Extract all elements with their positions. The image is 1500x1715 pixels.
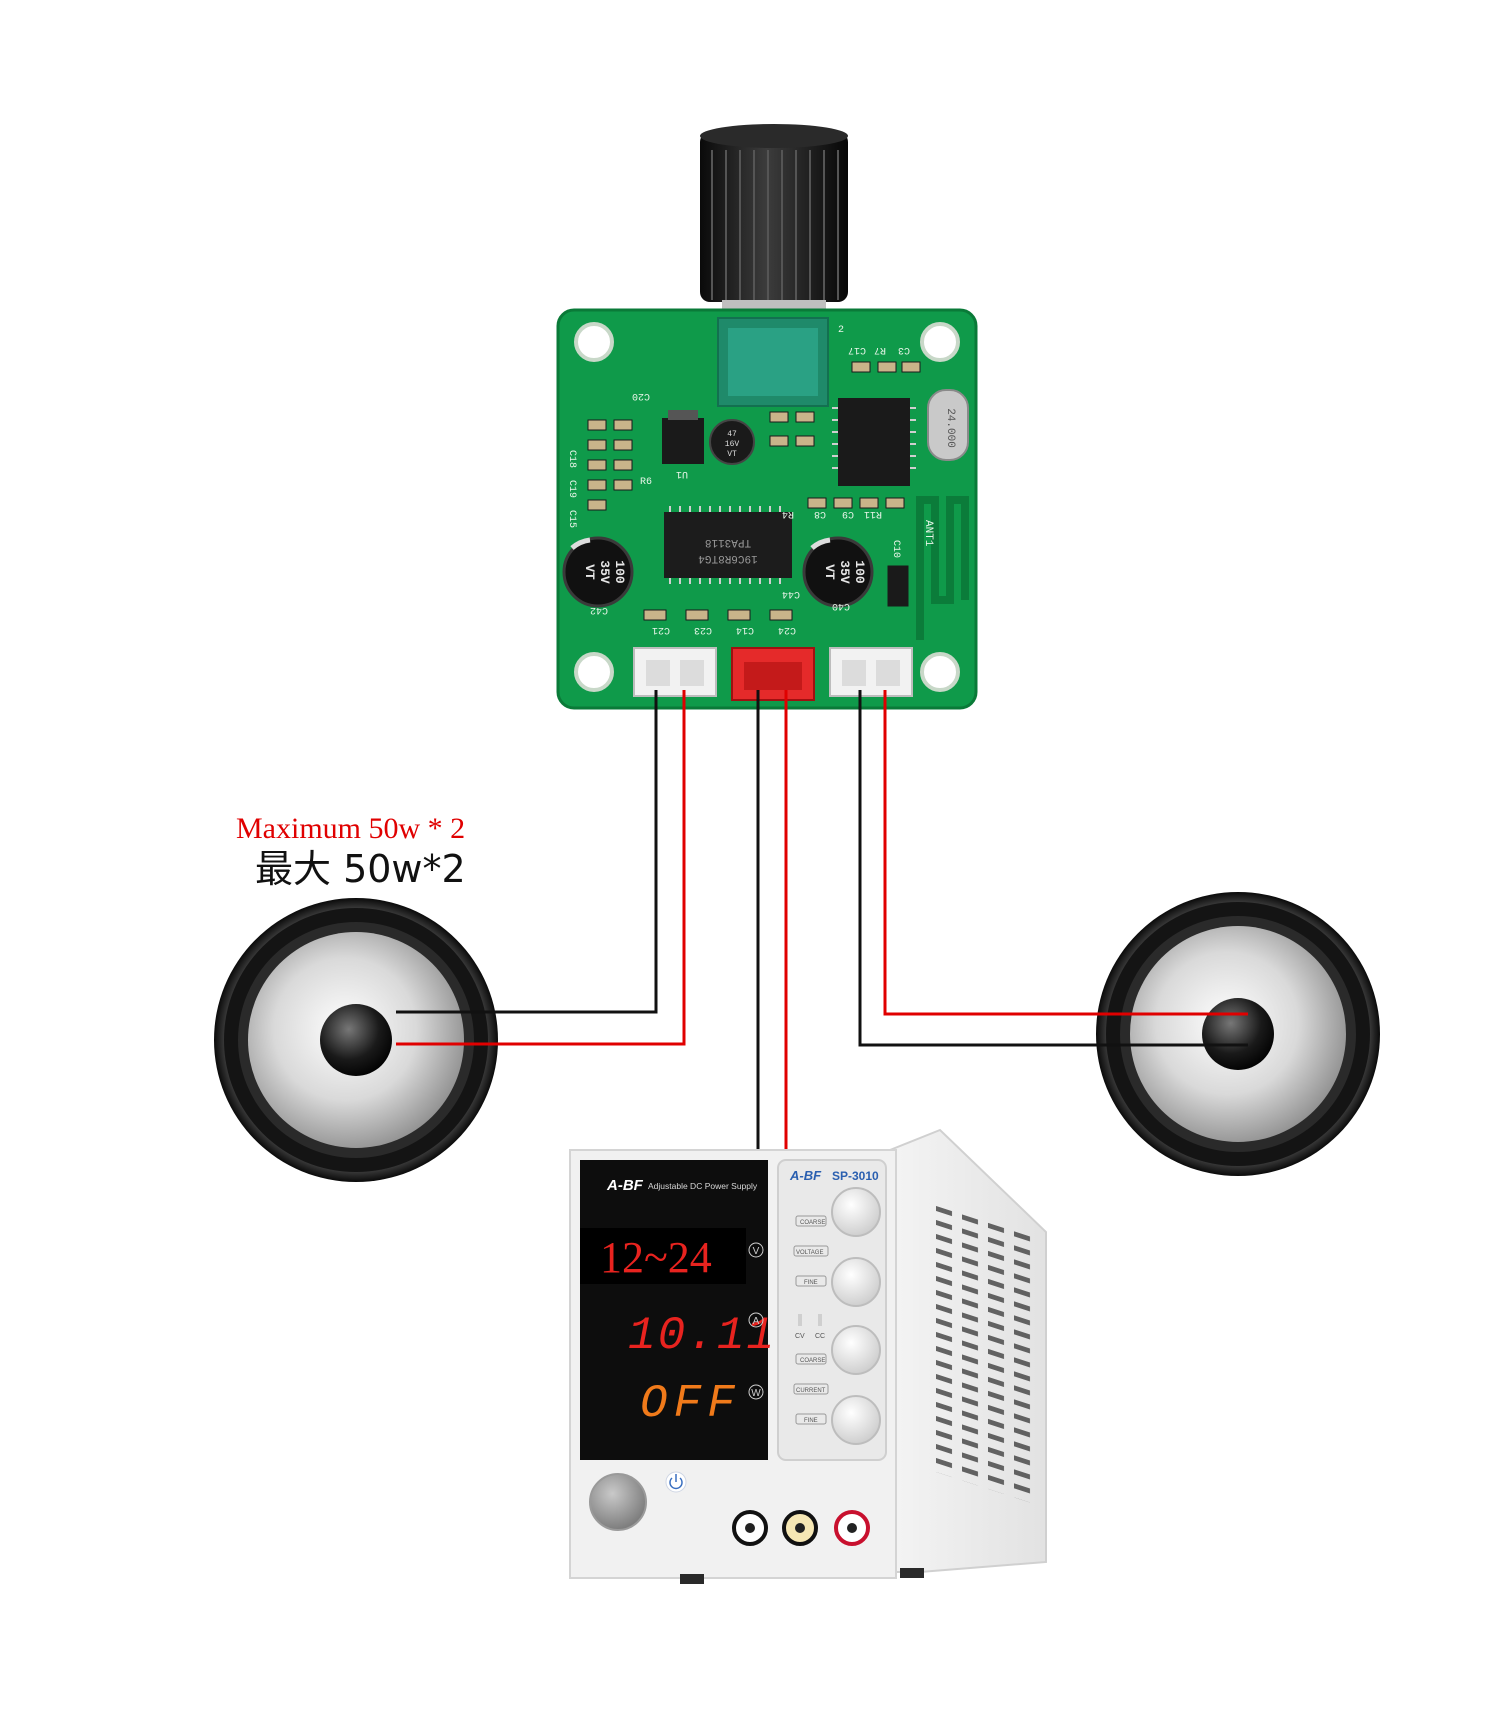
voltage-fine-knob[interactable] bbox=[831, 1257, 881, 1307]
cap-right-line-2: 35V bbox=[837, 560, 852, 584]
silk-r7: R7 bbox=[874, 344, 886, 355]
capacitor-right: 100 35V VT bbox=[802, 536, 874, 608]
crystal-label: 24.000 bbox=[944, 408, 956, 448]
mode-cc: CC bbox=[815, 1333, 825, 1340]
silk-c20: C20 bbox=[632, 390, 650, 401]
chip-line-1: TPA3118 bbox=[705, 536, 751, 548]
cap-right-line-3: VT bbox=[822, 564, 837, 580]
volume-knob[interactable] bbox=[700, 124, 848, 330]
wire-right-black bbox=[858, 690, 1248, 1047]
speaker-right bbox=[1096, 892, 1380, 1176]
vents bbox=[930, 1200, 1034, 1504]
mode-cv: CV bbox=[795, 1333, 805, 1340]
knob-label-6: FINE bbox=[804, 1418, 818, 1424]
display-voltage: 12~24 bbox=[600, 1233, 712, 1282]
silk-r4: R4 bbox=[782, 508, 794, 519]
speaker-left bbox=[214, 898, 498, 1182]
silk-c14: C14 bbox=[736, 624, 754, 635]
knob-label-1: COARSE bbox=[800, 1220, 825, 1226]
power-label-en: Maximum 50w * 2 bbox=[236, 812, 465, 845]
small-cap-line-3: VT bbox=[727, 450, 737, 459]
crystal: 24.000 bbox=[927, 389, 969, 461]
wire-left-black bbox=[396, 690, 658, 1014]
silk-2: 2 bbox=[838, 325, 844, 336]
wires bbox=[396, 690, 1248, 1150]
unit-v: V bbox=[753, 1246, 760, 1257]
silk-c44: C44 bbox=[782, 588, 800, 599]
power-supply: A-BF Adjustable DC Power Supply 12~24 10… bbox=[569, 1128, 1047, 1584]
silk-c17: C17 bbox=[848, 344, 866, 355]
capacitor-left: 100 35V VT bbox=[562, 536, 634, 608]
connector-left[interactable] bbox=[633, 647, 717, 697]
silk-c40: C40 bbox=[832, 600, 850, 611]
silk-c21: C21 bbox=[652, 624, 670, 635]
silk-c8: C8 bbox=[814, 508, 826, 519]
small-cap-line-2: 16V bbox=[725, 440, 740, 449]
psu-title: Adjustable DC Power Supply bbox=[648, 1181, 758, 1191]
small-capacitor: 47 16V VT bbox=[709, 419, 755, 465]
psu-brand-2: A-BF bbox=[789, 1168, 822, 1183]
silk-u1: U1 bbox=[676, 468, 688, 479]
cap-left-line-1: 100 bbox=[612, 560, 627, 584]
wire-left-red bbox=[396, 690, 686, 1046]
antenna-trace bbox=[916, 496, 969, 640]
bt-chip bbox=[838, 398, 910, 486]
knob-label-5: CURRENT bbox=[796, 1388, 826, 1394]
power-knob[interactable] bbox=[589, 1473, 647, 1531]
amp-ic: TPA3118 19C6R8TG4 bbox=[664, 506, 792, 584]
amplifier-board: 24.000 ANT1 47 16V VT bbox=[556, 124, 978, 710]
silk-c9: C9 bbox=[842, 508, 854, 519]
smd-components bbox=[587, 361, 921, 621]
silk-c23: C23 bbox=[694, 624, 712, 635]
psu-display-panel bbox=[580, 1160, 768, 1460]
current-coarse-knob[interactable] bbox=[831, 1325, 881, 1375]
cap-right-line-1: 100 bbox=[852, 560, 867, 584]
knob-label-2: VOLTAGE bbox=[796, 1250, 823, 1256]
knob-label-4: COARSE bbox=[800, 1358, 825, 1364]
silk-c18: C18 bbox=[566, 450, 577, 468]
silkscreen: C20 C18 C19 C15 R6 C42 C21 C23 C14 C24 C… bbox=[566, 325, 910, 635]
silk-c15: C15 bbox=[566, 510, 577, 528]
antenna-label: ANT1 bbox=[922, 520, 934, 547]
silk-r6: R6 bbox=[640, 477, 652, 488]
unit-a: A bbox=[753, 1316, 760, 1327]
voltage-coarse-knob[interactable] bbox=[831, 1187, 881, 1237]
regulator bbox=[662, 418, 704, 464]
display-current: 10.11 bbox=[628, 1310, 776, 1362]
power-icon[interactable] bbox=[665, 1471, 687, 1493]
wire-right-red bbox=[883, 690, 1248, 1016]
silk-c42: C42 bbox=[590, 604, 608, 615]
psu-brand: A-BF bbox=[606, 1177, 644, 1194]
silk-c10: C10 bbox=[890, 540, 901, 558]
unit-marks: V A W bbox=[748, 1242, 764, 1400]
silk-c19: C19 bbox=[566, 480, 577, 498]
unit-w: W bbox=[751, 1388, 761, 1399]
small-cap-line-1: 47 bbox=[727, 430, 737, 439]
knob-label-3: FINE bbox=[804, 1280, 818, 1286]
cap-left-line-3: VT bbox=[582, 564, 597, 580]
connector-right[interactable] bbox=[829, 647, 913, 697]
psu-model: SP-3010 bbox=[832, 1169, 879, 1183]
output-terminals[interactable] bbox=[732, 1510, 870, 1546]
mount-holes bbox=[574, 322, 960, 692]
chip-line-2: 19C6R8TG4 bbox=[698, 552, 758, 564]
connector-power[interactable] bbox=[731, 647, 815, 701]
cap-left-line-2: 35V bbox=[597, 560, 612, 584]
power-label-cn: 最大 50w*2 bbox=[255, 847, 466, 891]
current-fine-knob[interactable] bbox=[831, 1395, 881, 1445]
silk-c3: C3 bbox=[898, 344, 910, 355]
display-power: OFF bbox=[640, 1378, 741, 1430]
silk-c24: C24 bbox=[778, 624, 796, 635]
silk-r11: R11 bbox=[864, 508, 882, 519]
